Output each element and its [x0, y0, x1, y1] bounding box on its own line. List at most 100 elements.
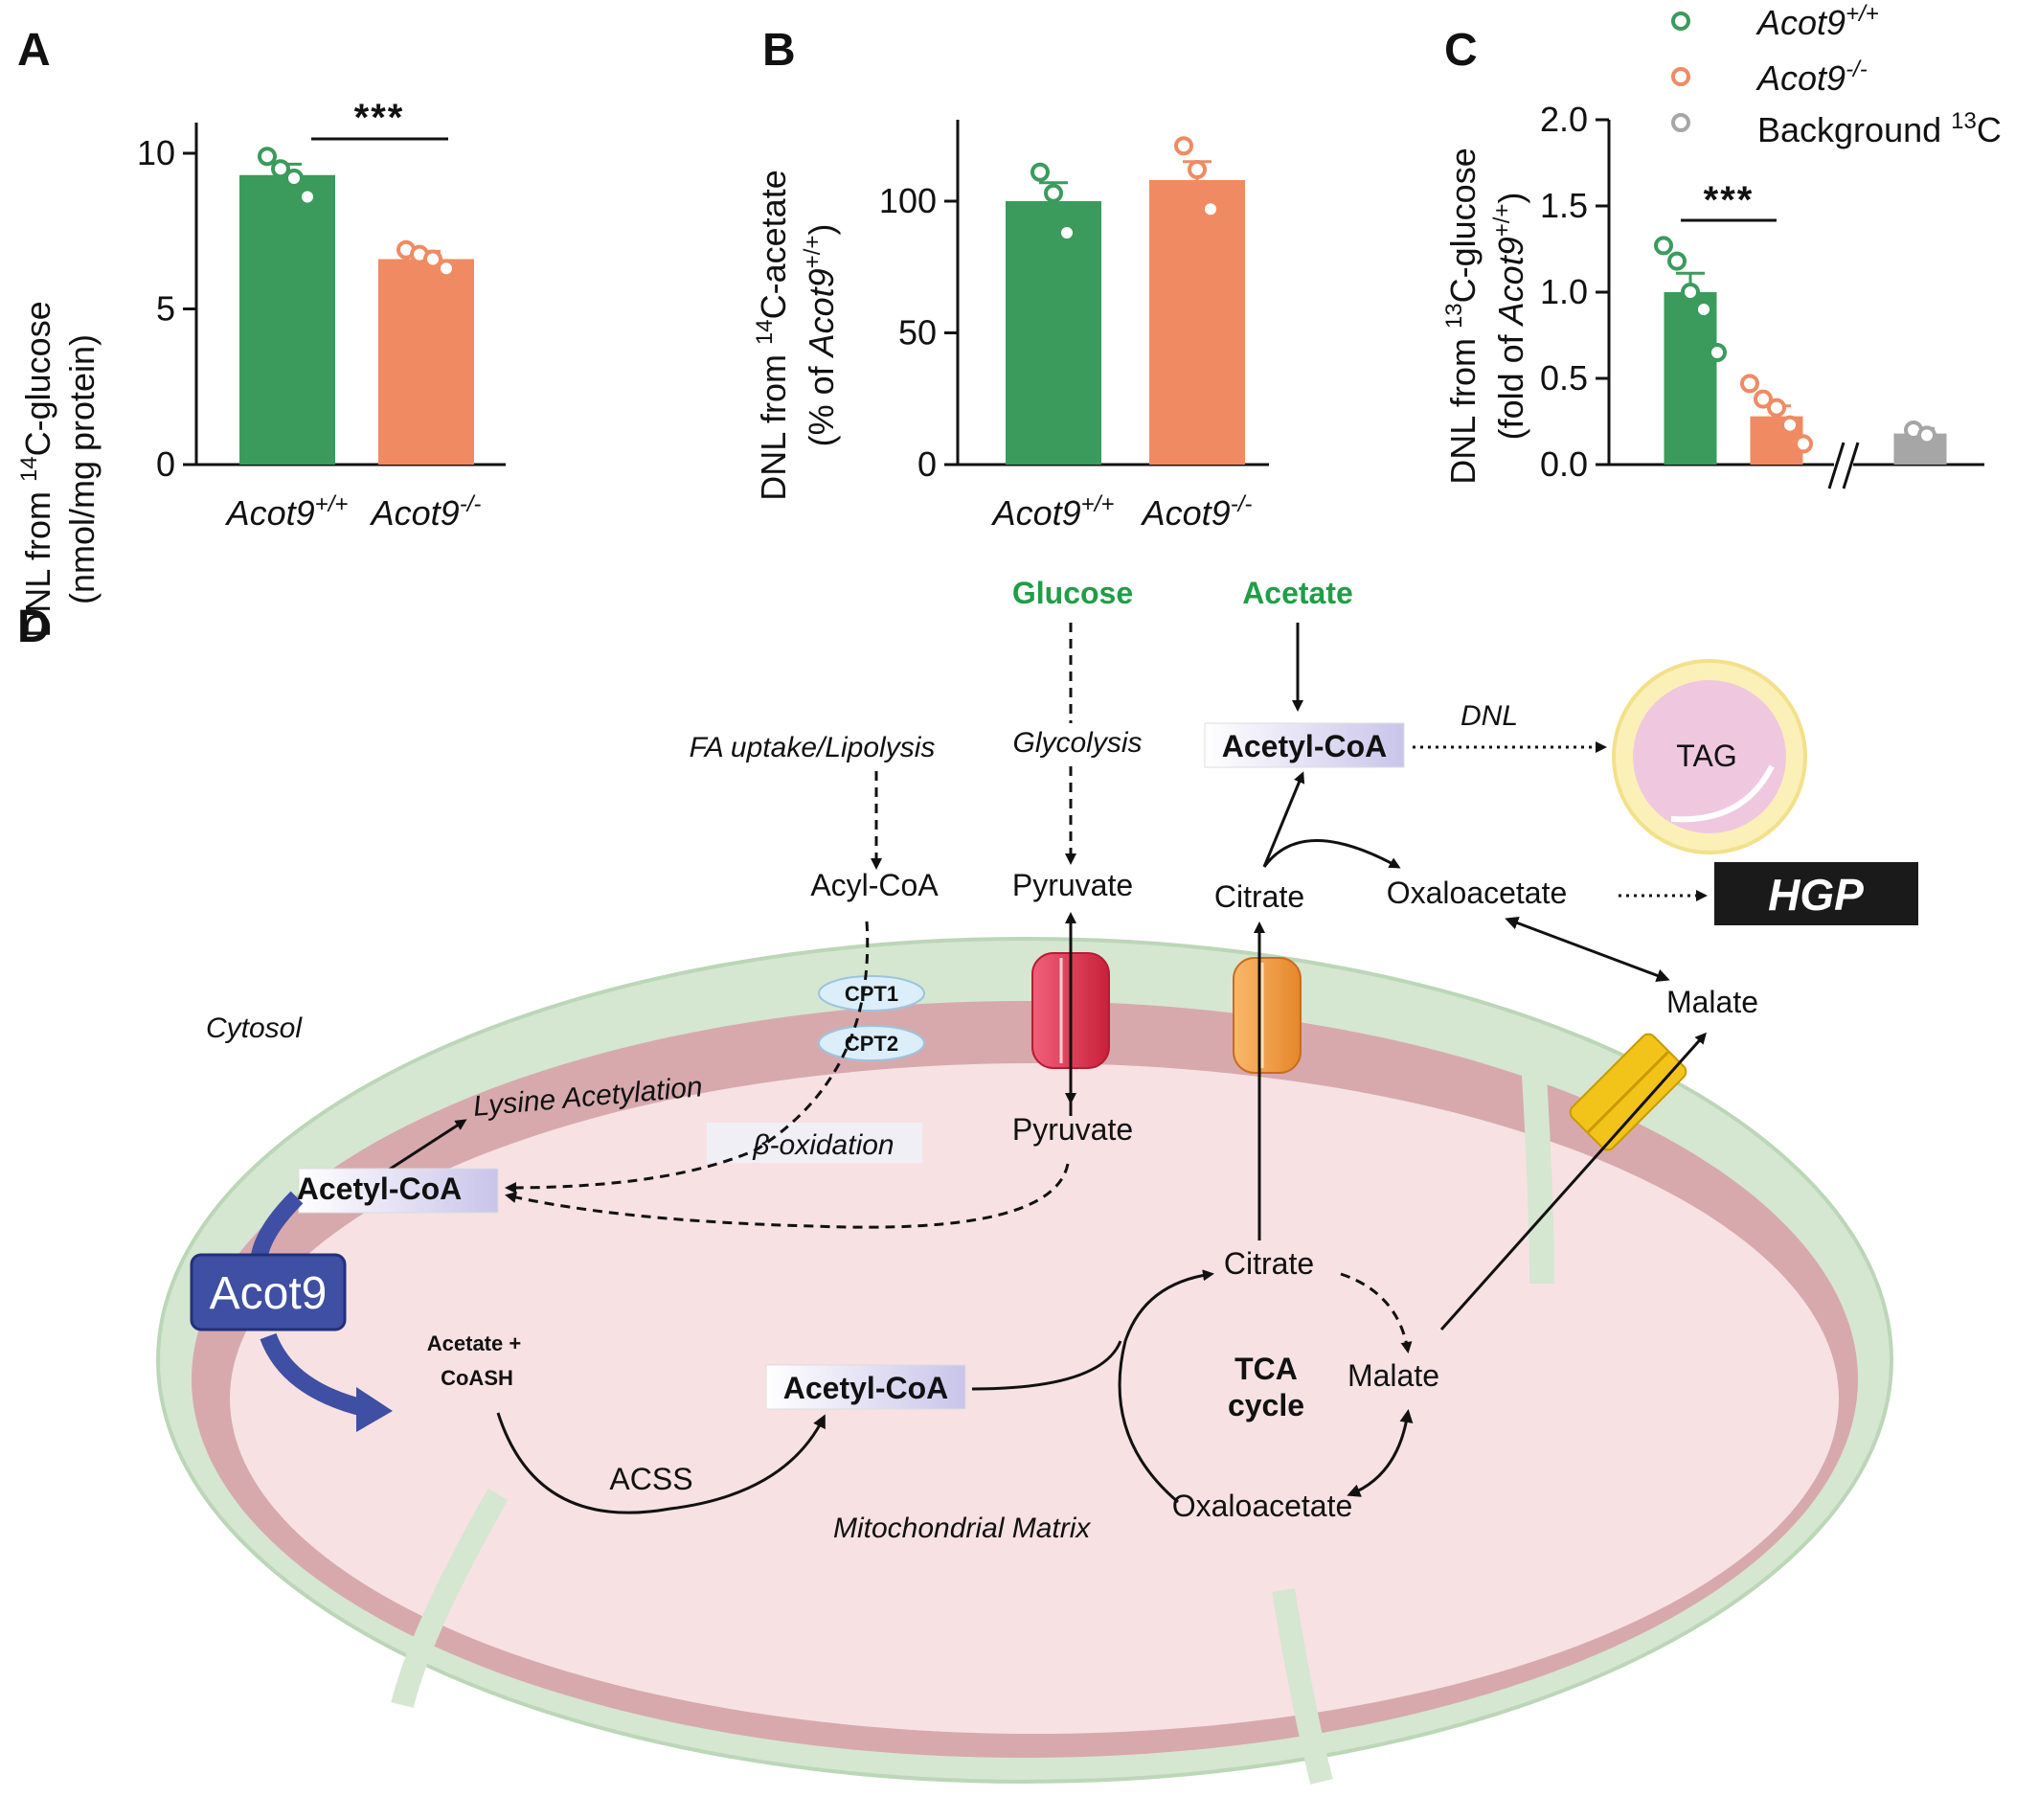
- panel-c: C DNL from 13C-glucose (fold of Acot9+/+…: [1441, 1, 2002, 489]
- crista: [1520, 1043, 1554, 1285]
- legend-label-wt: Acot9+/+: [1755, 1, 1879, 42]
- acetate-coash-line1: Acetate +: [427, 1331, 521, 1355]
- y-tick-label: 100: [879, 181, 937, 220]
- tca-line2: cycle: [1228, 1388, 1304, 1422]
- acetate-label: Acetate: [1242, 576, 1353, 610]
- acetyl-coa-matrix: Acetyl-CoA: [297, 1172, 462, 1206]
- y-tick-label: 0: [917, 444, 937, 484]
- malate-cytosol-label: Malate: [1666, 985, 1758, 1019]
- matrix-label: Mitochondrial Matrix: [833, 1513, 1091, 1544]
- droplet-highlight: [1670, 764, 1775, 823]
- acetylcoa-to-tca-arrow: [971, 1340, 1122, 1391]
- acyl-coa-label: Acyl-CoA: [810, 868, 939, 902]
- y-tick-label: 10: [137, 133, 175, 172]
- panel-a-ticks: 0 5 10: [137, 133, 196, 484]
- tag-label: TAG: [1676, 739, 1736, 773]
- citrate-to-acetylcoa-arrow: [1262, 771, 1305, 868]
- malate-oaa-arrow: [1347, 1409, 1414, 1497]
- y-tick-label: 0.0: [1540, 444, 1588, 484]
- acss-arrow: [496, 1412, 826, 1514]
- malate-matrix-label: Malate: [1347, 1358, 1439, 1393]
- lysine-arrow: [382, 1119, 467, 1175]
- legend-label-bg: Background 13C: [1757, 108, 2002, 149]
- citrate-cytosol-label: Citrate: [1214, 879, 1304, 914]
- data-point: [1694, 300, 1713, 319]
- panel-a-cat-wt: Acot9+/+: [225, 491, 349, 533]
- data-point: [1740, 374, 1759, 394]
- data-point: [298, 187, 317, 207]
- fa-uptake-label: FA uptake/Lipolysis: [690, 732, 936, 763]
- panel-a-label: A: [17, 25, 51, 76]
- panel-b-marks: [1006, 136, 1245, 465]
- data-point: [1201, 199, 1220, 219]
- legend-marker-wt: [1671, 11, 1690, 31]
- crista: [1272, 1588, 1333, 1785]
- panel-b: B DNL from 14C-acetate (% of Acot9+/+) 0…: [752, 25, 1269, 533]
- tca-line1: TCA: [1234, 1352, 1298, 1386]
- acetyl-coa-matrix-box: [298, 1168, 499, 1214]
- data-point: [258, 147, 277, 167]
- data-point: [1044, 183, 1063, 203]
- svg-text:(fold of Acot9+/+): (fold of Acot9+/+): [1489, 193, 1530, 441]
- legend-marker-ko: [1671, 67, 1690, 86]
- data-point: [1667, 251, 1687, 271]
- glycolysis-label: Glycolysis: [1012, 727, 1142, 759]
- oxaloacetate-cytosol-label: Oxaloacetate: [1387, 876, 1568, 910]
- acss-label: ACSS: [609, 1462, 692, 1496]
- panel-b-ticks: 0 50 100: [879, 181, 958, 484]
- data-point: [1780, 415, 1800, 435]
- data-point: [1030, 162, 1050, 182]
- panel-a-ylabel: DNL from 14C-glucose (nmol/mg protein): [16, 301, 102, 637]
- y-tick-label: 1.5: [1540, 186, 1588, 225]
- beta-oxidation-label: β-oxidation: [752, 1129, 894, 1161]
- panel-c-ticks: 0.00.51.01.52.0: [1540, 100, 1609, 484]
- tca-right-arc: [1340, 1272, 1413, 1354]
- data-point: [284, 169, 304, 188]
- panel-b-label: B: [762, 25, 796, 76]
- pdh-arrow: [505, 1163, 1070, 1229]
- malate-carrier: [1569, 1033, 1687, 1151]
- panel-d-label: D: [17, 602, 51, 652]
- pyruvate-matrix-label: Pyruvate: [1012, 1112, 1133, 1147]
- panel-b-cat-ko: Acot9-/-: [1141, 491, 1253, 533]
- cpt1-label: CPT1: [845, 982, 898, 1006]
- panel-b-ylabel: DNL from 14C-acetate (% of Acot9+/+): [752, 170, 841, 500]
- citrate-carrier: [1233, 957, 1302, 1074]
- y-tick-label: 50: [898, 313, 937, 353]
- data-point: [1057, 223, 1076, 242]
- data-point: [437, 259, 456, 279]
- svg-text:(nmol/mg protein): (nmol/mg protein): [62, 334, 102, 604]
- panel-c-ylabel: DNL from 13C-glucose (fold of Acot9+/+): [1441, 148, 1530, 484]
- data-point: [1767, 398, 1786, 418]
- svg-text:DNL from 13C-glucose: DNL from 13C-glucose: [1441, 148, 1483, 484]
- acot9-box: [190, 1253, 347, 1331]
- data-point: [1794, 434, 1813, 454]
- crista: [391, 1489, 509, 1708]
- axis-break-mark: [1827, 442, 1846, 489]
- cpt1-oval: [818, 975, 925, 1012]
- beta-ox-arrow: [505, 921, 870, 1194]
- y-tick-label: 0: [156, 444, 175, 484]
- legend-marker-bg: [1671, 113, 1690, 132]
- data-point: [1754, 389, 1773, 409]
- oaa-malate-arrow: [1505, 916, 1670, 983]
- cpt2-label: CPT2: [845, 1032, 898, 1056]
- panel-a-sig: ***: [354, 97, 405, 139]
- oaa-matrix-label: Oxaloacetate: [1172, 1489, 1353, 1523]
- acot9-arrow-out: [260, 1332, 367, 1417]
- malate-export-arrow: [1439, 1032, 1707, 1331]
- dnl-label: DNL: [1461, 700, 1518, 732]
- acetyl-coa-cytosol: Acetyl-CoA: [1222, 729, 1387, 763]
- citrate-matrix-label: Citrate: [1224, 1246, 1314, 1281]
- pyruvate-cytosol-label: Pyruvate: [1012, 868, 1133, 902]
- data-point: [1917, 425, 1936, 445]
- y-tick-label: 2.0: [1540, 100, 1588, 139]
- y-tick-label: 5: [156, 289, 175, 329]
- panel-c-label: C: [1444, 25, 1478, 76]
- acetyl-coa-tca: Acetyl-CoA: [783, 1371, 948, 1405]
- axis-break-mark: [1842, 442, 1860, 489]
- hgp-box: [1714, 862, 1918, 925]
- svg-text:DNL from 14C-glucose: DNL from 14C-glucose: [16, 301, 57, 637]
- hgp-label: HGP: [1768, 870, 1864, 920]
